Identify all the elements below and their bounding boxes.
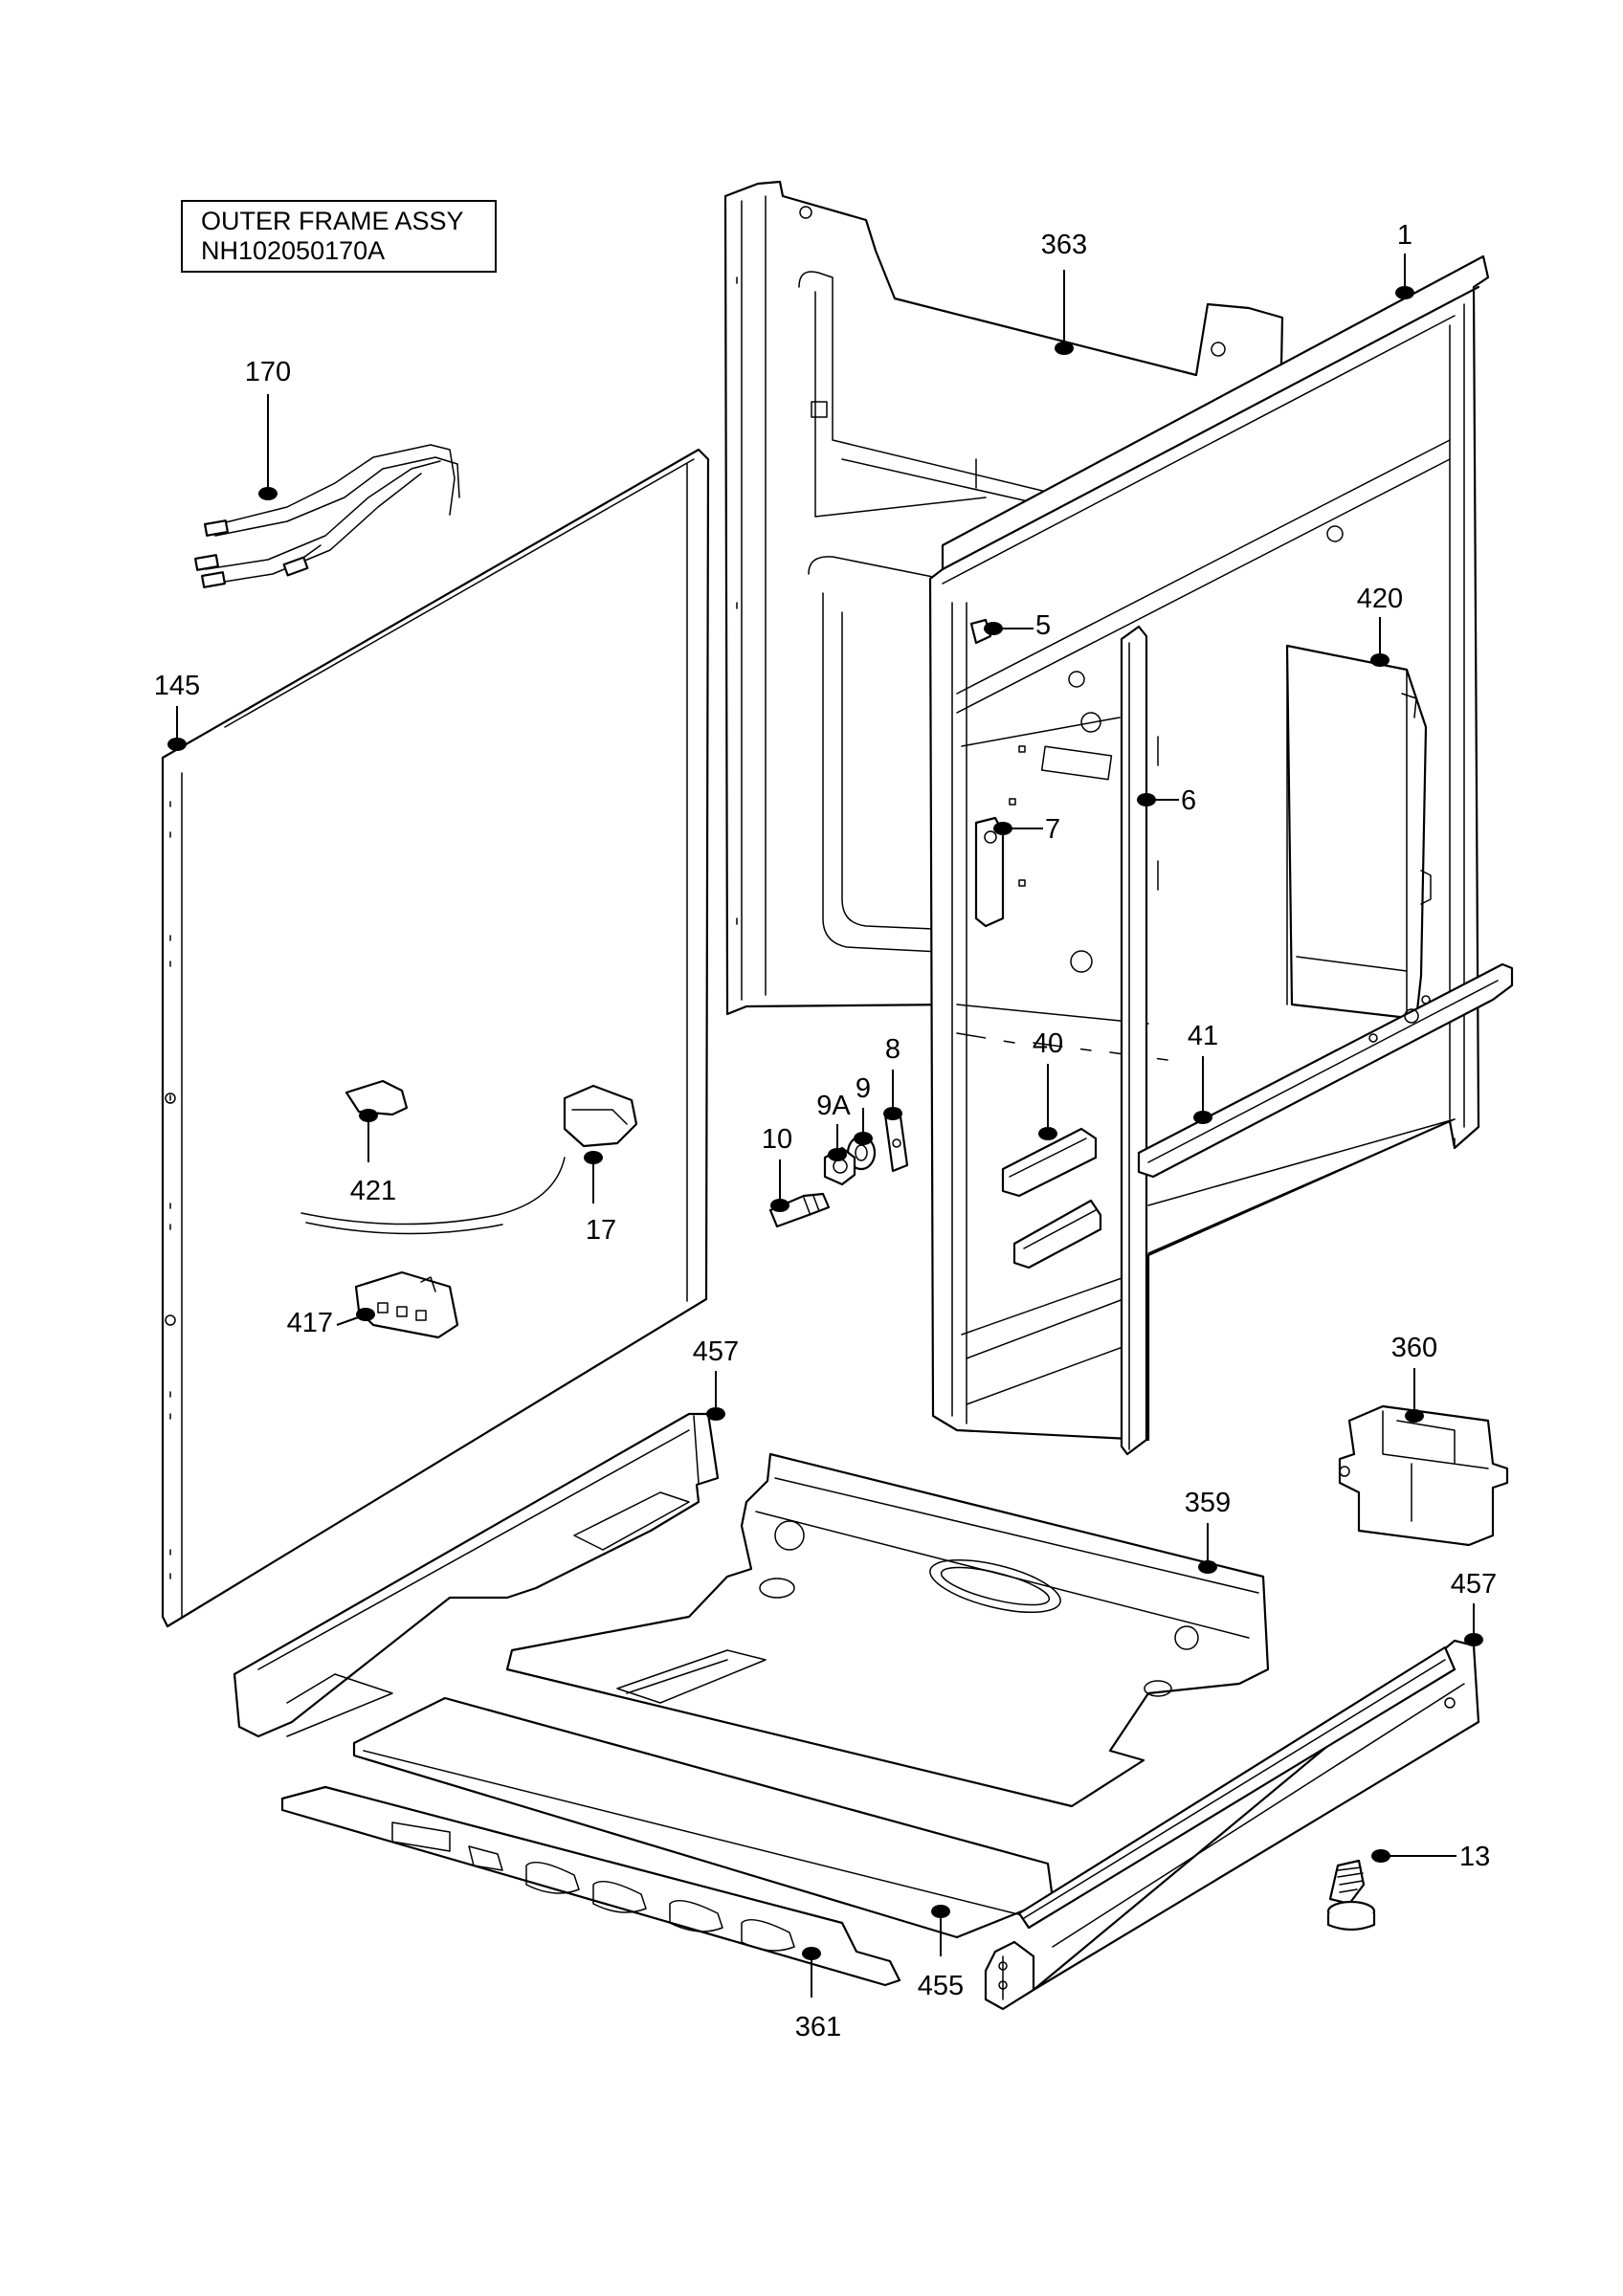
callout-dot-361 xyxy=(802,1947,821,1960)
callout-label-1: 1 xyxy=(1397,220,1412,251)
callout-dot-41 xyxy=(1193,1111,1212,1124)
callout-dot-40 xyxy=(1038,1127,1057,1140)
wire-harness-170 xyxy=(194,444,460,588)
callout-dot-13 xyxy=(1371,1849,1390,1863)
callout-label-457a: 457 xyxy=(693,1336,739,1367)
callout-455: 455 xyxy=(918,1905,964,2001)
callout-1: 1 xyxy=(1395,220,1414,299)
callout-label-420: 420 xyxy=(1357,584,1403,614)
callout-dot-457b xyxy=(1464,1633,1483,1646)
callout-dot-6 xyxy=(1137,793,1156,806)
callout-dot-359 xyxy=(1198,1560,1217,1574)
title-line2: NH102050170A xyxy=(201,236,385,265)
callout-dot-9 xyxy=(854,1132,873,1145)
callout-label-360: 360 xyxy=(1391,1333,1437,1363)
callout-40: 40 xyxy=(1033,1028,1063,1140)
base-rail-right xyxy=(984,1639,1480,2011)
callout-dot-417 xyxy=(356,1308,375,1321)
title-line1: OUTER FRAME ASSY xyxy=(201,207,464,235)
callout-label-417: 417 xyxy=(287,1308,333,1338)
callout-17: 17 xyxy=(584,1151,616,1246)
callout-359: 359 xyxy=(1185,1488,1231,1574)
callout-label-13: 13 xyxy=(1459,1842,1490,1872)
callout-8: 8 xyxy=(883,1034,902,1120)
callout-label-10: 10 xyxy=(762,1124,792,1155)
callout-9A: 9A xyxy=(816,1091,851,1161)
callout-label-455: 455 xyxy=(918,1971,964,2001)
callout-dot-10 xyxy=(770,1199,789,1212)
callout-361: 361 xyxy=(795,1947,841,2042)
callout-7: 7 xyxy=(993,814,1060,845)
callout-360: 360 xyxy=(1391,1333,1437,1423)
callout-dot-455 xyxy=(931,1905,950,1918)
callout-dot-8 xyxy=(883,1107,902,1120)
callout-9: 9 xyxy=(854,1073,873,1145)
callout-457a: 457 xyxy=(693,1336,739,1421)
pin-10 xyxy=(768,1192,831,1228)
callout-label-6: 6 xyxy=(1181,785,1196,816)
callout-363: 363 xyxy=(1041,230,1087,355)
callout-dot-9A xyxy=(828,1148,847,1161)
callout-13: 13 xyxy=(1371,1842,1490,1872)
callout-dot-7 xyxy=(993,822,1012,835)
callout-dot-17 xyxy=(584,1151,603,1164)
vertical-strip-6 xyxy=(1120,625,1148,1456)
cable-17 xyxy=(300,1084,638,1235)
callout-6: 6 xyxy=(1137,785,1196,816)
foot-13 xyxy=(1326,1859,1376,1932)
side-panel-145 xyxy=(161,448,710,1628)
callout-417: 417 xyxy=(287,1308,375,1338)
callout-label-421: 421 xyxy=(350,1176,396,1206)
callout-dot-145 xyxy=(167,738,187,751)
callout-label-9: 9 xyxy=(856,1073,871,1104)
bracket-40 xyxy=(1001,1127,1102,1269)
callout-5: 5 xyxy=(984,610,1051,641)
latch-7 xyxy=(974,816,1005,928)
callout-label-363: 363 xyxy=(1041,230,1087,260)
callout-41: 41 xyxy=(1188,1021,1218,1124)
callout-dot-457a xyxy=(706,1407,725,1421)
kick-plate-361 xyxy=(280,1785,901,1987)
callout-dot-170 xyxy=(258,487,278,500)
callout-dot-360 xyxy=(1405,1409,1424,1423)
callout-label-145: 145 xyxy=(154,671,200,701)
callout-10: 10 xyxy=(762,1124,792,1212)
callout-457b: 457 xyxy=(1451,1569,1497,1646)
base-rail-left xyxy=(233,1412,720,1738)
side-box-420 xyxy=(1285,644,1432,1021)
callout-label-170: 170 xyxy=(245,357,291,387)
part-421 xyxy=(345,1079,409,1116)
callout-dot-363 xyxy=(1055,342,1074,355)
rail-41 xyxy=(1137,962,1514,1206)
callout-dot-1 xyxy=(1395,286,1414,299)
callout-dot-421 xyxy=(359,1109,378,1122)
callout-label-40: 40 xyxy=(1033,1028,1063,1059)
callout-145: 145 xyxy=(154,671,200,751)
callout-dot-420 xyxy=(1370,653,1390,667)
callout-layer: 363 1 170 420 5 145 6 7 8 40 41 9A9 10 421 17 417 457 360… xyxy=(154,220,1497,2042)
callout-dot-5 xyxy=(984,622,1003,635)
box-360 xyxy=(1338,1404,1509,1547)
callout-420: 420 xyxy=(1357,584,1403,667)
callout-label-5: 5 xyxy=(1035,610,1051,641)
callout-label-8: 8 xyxy=(885,1034,900,1065)
callout-label-17: 17 xyxy=(586,1215,616,1246)
callout-421: 421 xyxy=(350,1109,396,1206)
callout-label-361: 361 xyxy=(795,2012,841,2042)
callout-label-9A: 9A xyxy=(816,1091,851,1121)
callout-label-41: 41 xyxy=(1188,1021,1218,1051)
title-block: OUTER FRAME ASSY NH102050170A xyxy=(181,200,497,273)
callout-170: 170 xyxy=(245,357,291,500)
callout-label-7: 7 xyxy=(1045,814,1060,845)
callout-label-359: 359 xyxy=(1185,1488,1231,1518)
base-plate-359 xyxy=(505,1452,1270,1808)
callout-label-457b: 457 xyxy=(1451,1569,1497,1600)
